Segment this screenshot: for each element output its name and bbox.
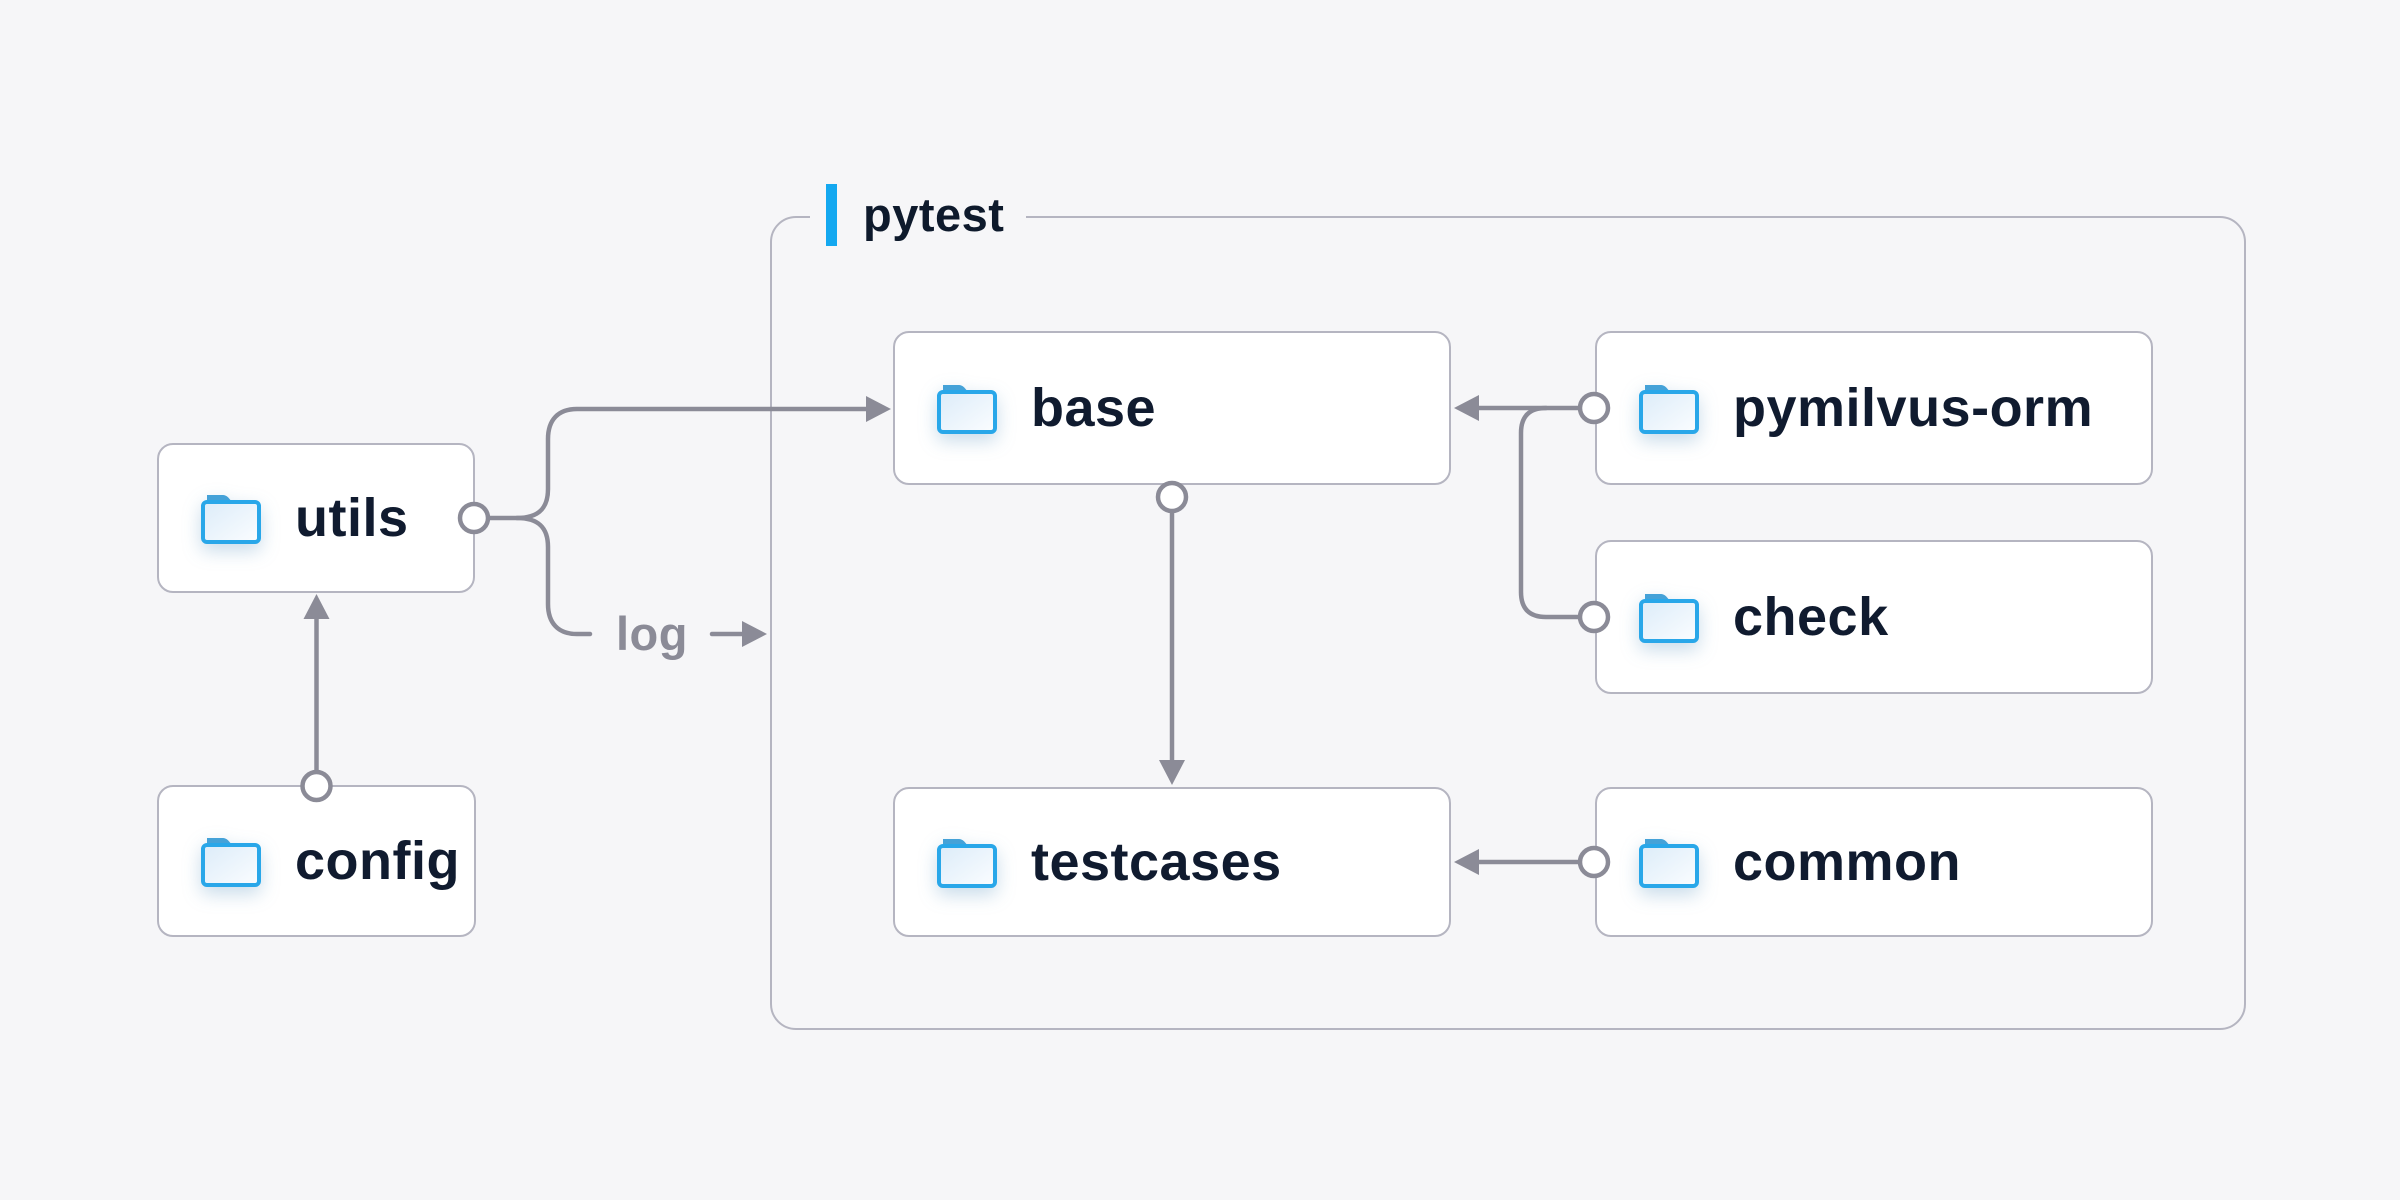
node-base: base xyxy=(893,331,1451,485)
folder-icon xyxy=(935,381,999,435)
folder-icon xyxy=(199,491,263,545)
folder-icon xyxy=(1637,835,1701,889)
node-label: pymilvus-orm xyxy=(1733,378,2094,438)
node-label: base xyxy=(1031,378,1157,438)
group-title: pytest xyxy=(863,188,1005,241)
edge-label-log: log xyxy=(616,607,688,660)
pytest-group-container xyxy=(770,216,2246,1030)
node-testcases: testcases xyxy=(893,787,1451,937)
folder-icon xyxy=(1637,590,1701,644)
node-pymilvus-orm: pymilvus-orm xyxy=(1595,331,2153,485)
node-label: config xyxy=(295,831,460,891)
pytest-group-label: pytest xyxy=(810,183,1027,247)
folder-icon xyxy=(935,835,999,889)
edge-config-utils xyxy=(300,594,333,803)
node-label: common xyxy=(1733,832,1962,892)
folder-icon xyxy=(199,834,263,888)
node-label: check xyxy=(1733,587,1889,647)
node-config: config xyxy=(157,785,476,937)
node-utils: utils xyxy=(157,443,475,593)
node-check: check xyxy=(1595,540,2153,694)
node-label: testcases xyxy=(1031,832,1282,892)
node-label: utils xyxy=(295,488,409,548)
node-common: common xyxy=(1595,787,2153,937)
accent-bar-icon xyxy=(826,184,837,246)
folder-icon xyxy=(1637,381,1701,435)
